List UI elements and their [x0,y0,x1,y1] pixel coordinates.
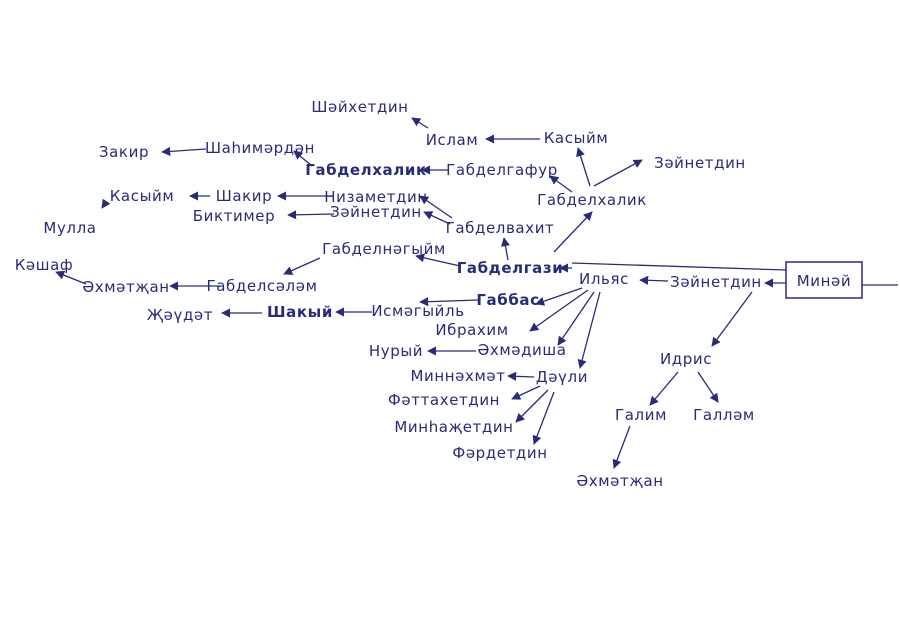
edge-gabdelgazi-gabdelnagyim [415,253,461,267]
name-galim: Галим [615,406,667,424]
name-shakyi: Шакый [267,303,333,321]
edge-gabbas-ismagyil [419,297,479,307]
name-kasyim-2: Касыйм [110,187,175,205]
edge-gabdelnagyim-gabdelsalam [283,257,321,275]
names: Минәй Зәйнетдин Ильяс Идрис Галим Галләм… [15,98,851,490]
name-akhmatjan-1: Әхмәтҗан [576,472,663,490]
edge-gabdelkhalik-shahimardan [293,150,313,167]
name-idris: Идрис [660,350,712,368]
name-gabdelgazi: Габделгази [457,259,564,277]
edge-galim-akhmatjan [612,425,631,469]
edge-shahimardan-zakir [161,146,207,156]
edge-zainetdin-ilyas [639,275,669,285]
name-zainetdin-1: Зәйнетдин [670,273,762,291]
name-akhmadisha: Әхмәдиша [477,341,566,359]
name-fattakhetdin: Фәттахетдин [388,391,500,409]
name-shaikhetdin: Шәйхетдин [311,98,408,116]
name-islam: Ислам [426,131,479,149]
edge-islam-shaikhetdin [411,117,429,129]
name-minai: Минәй [797,272,851,290]
name-gabdelgafur: Габделгафур [446,161,558,179]
root-box [785,261,863,299]
edge-ilyas-ibrahim [529,289,589,332]
name-kasyim-1: Касыйм [544,129,609,147]
edge-minai-ilyas-line [571,262,787,271]
name-gabdelkhalik-1: Габделхалик [537,191,647,209]
edge-gabdelkhalik-gabdelgafur [549,175,573,193]
edge-dauli-minnakhmat [507,371,535,381]
name-nuryi: Нурый [369,342,423,360]
name-fardetdin: Фәрдетдин [452,444,547,462]
edge-zainetdin-biktimer [287,210,335,220]
edge-dauli-minhajetdin [515,389,549,423]
name-akhmatjan-2: Әхмәтҗан [82,278,169,296]
name-gabdelsalam: Габделсәләм [207,277,318,295]
edge-ilyas-dauli [577,291,601,369]
name-gabdelkhalik-2: Габделхалик [305,161,427,179]
edge-dauli-fardetdin [532,391,555,445]
edge-kasyim-mulla [101,198,111,209]
name-gallam: Галләм [693,406,755,424]
name-ismagyil: Исмәгыйль [371,302,464,320]
edge-idris-gallam [697,371,719,403]
edge-gabdelkhalik-zainetdin [593,159,643,187]
name-zainetdin-3: Зәйнетдин [330,203,422,221]
name-ibrahim: Ибрахим [435,321,508,339]
name-dauli: Дәүли [536,368,588,386]
edge-ilyas-gabbas [535,287,583,306]
edge-akhmatjan-kashaf [55,270,87,285]
name-gabdelnagyim: Габделнәгыйм [322,240,446,258]
name-gabdelvakhit: Габделвахит [446,219,555,237]
name-minhajetdin: Минһаҗетдин [394,418,513,436]
name-nizametdin: Низаметдин [324,188,427,206]
edge-idris-galim [649,371,679,406]
edges [55,117,898,469]
edge-ilyas-akhmadisha [557,291,595,346]
name-zainetdin-2: Зәйнетдин [654,154,746,172]
edge-dauli-fattakhetdin [511,385,541,400]
name-minnakhmat: Миннәхмәт [410,367,505,385]
edge-gabdelkhalik-kasyim [576,147,591,187]
name-biktimer: Биктимер [193,207,275,225]
name-shahimardan: Шаһимәрдән [205,139,315,157]
edge-gabdelvakhit-nizametdin [419,195,453,219]
edge-ilyas-gabdelkhalik [553,211,593,253]
name-zakir: Закир [99,143,149,161]
name-mulla: Мулла [43,219,96,237]
name-gabbas: Габбас [476,291,539,309]
name-kashaf: Кәшаф [15,256,74,274]
name-shakir: Шакир [216,187,273,205]
name-ilyas: Ильяс [579,270,629,288]
edge-minai-idris [711,291,753,347]
name-jaudat: Җәүдәт [147,306,213,324]
edge-gabdelvakhit-zainetdin [423,211,451,225]
edge-gabdelgazi-gabdelvakhit [500,237,510,261]
